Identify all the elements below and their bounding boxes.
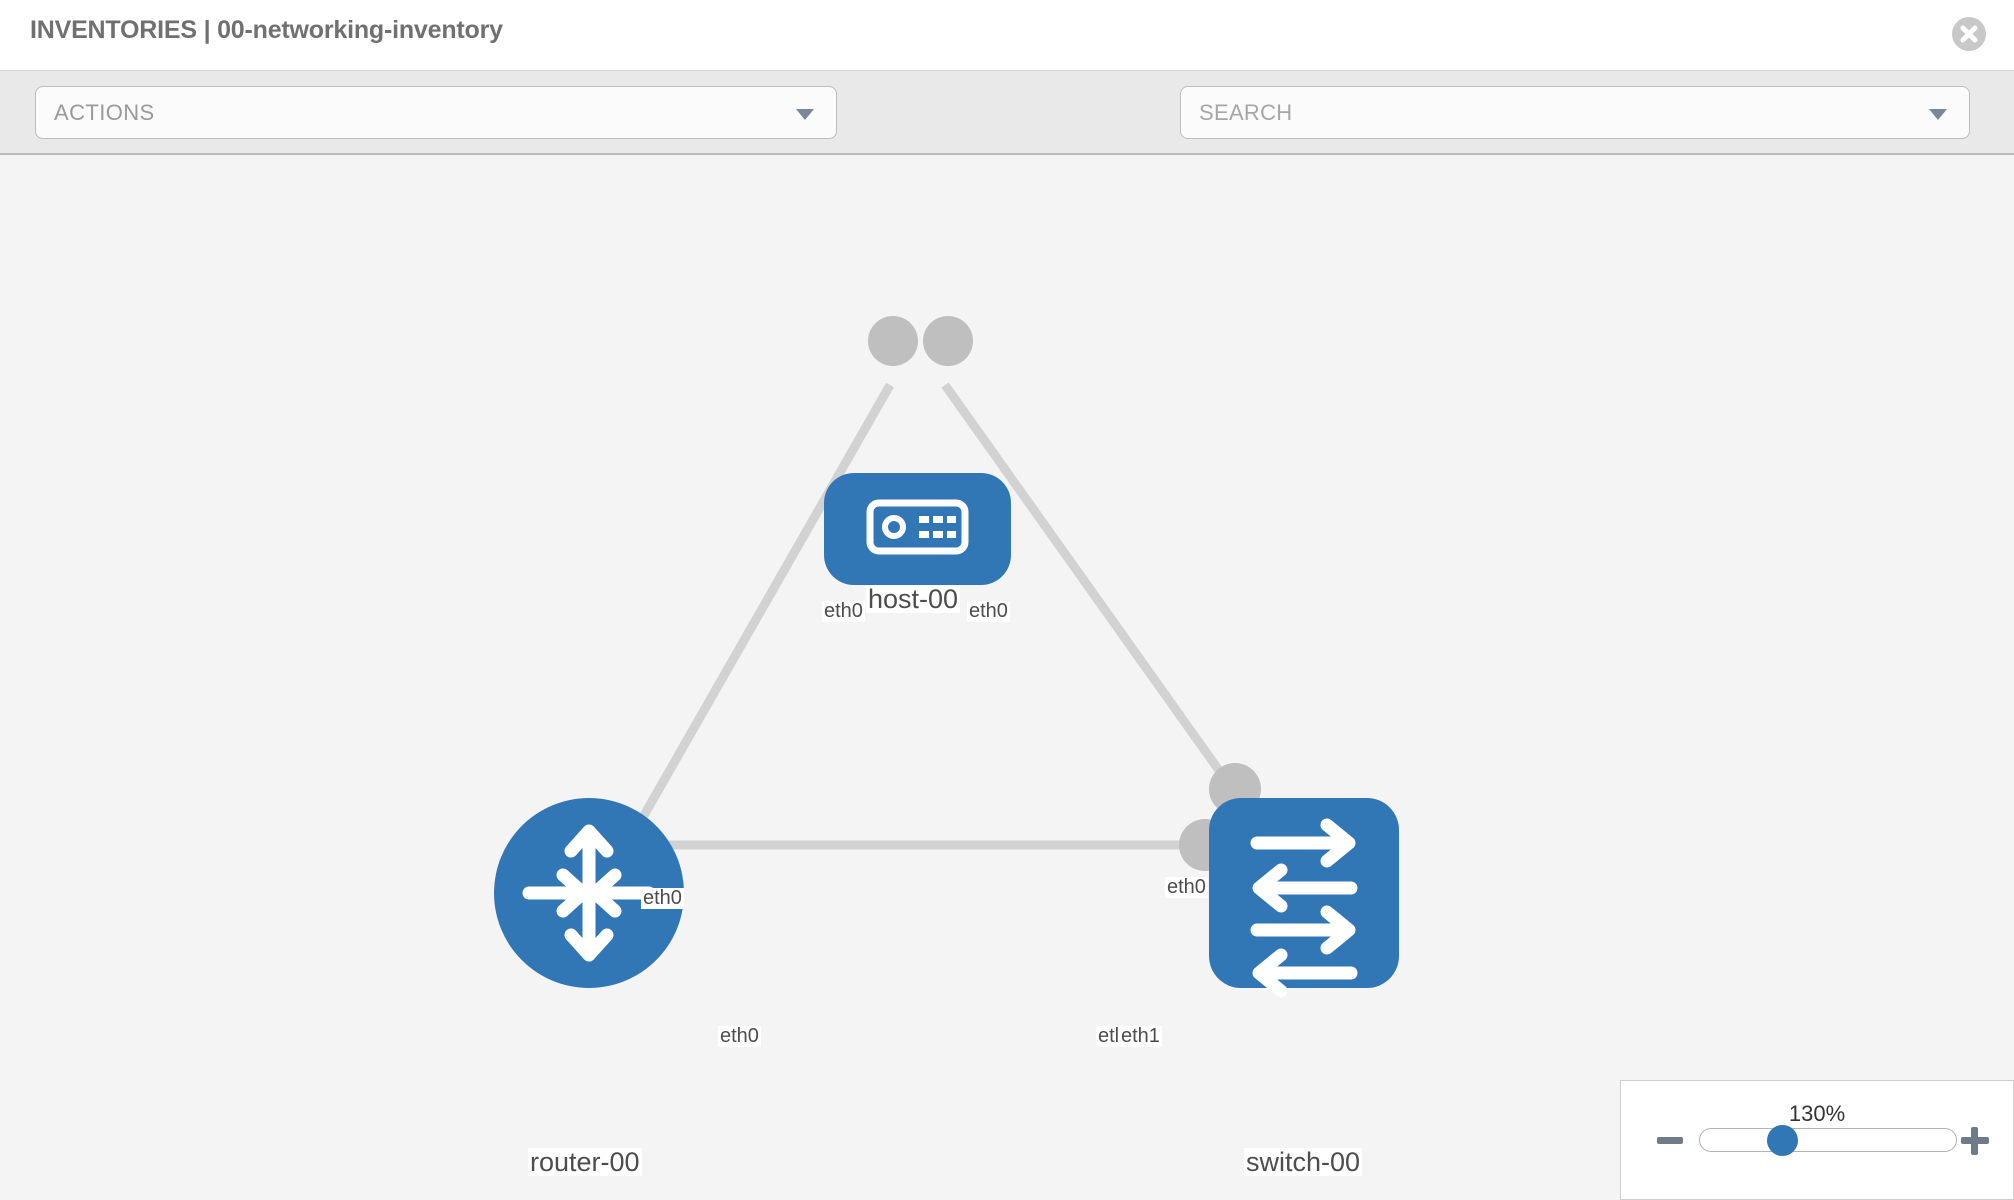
toolbar: ACTIONS SEARCH: [0, 71, 2014, 200]
iface-label-host-right: eth0: [967, 600, 1010, 622]
close-icon: [1960, 25, 1978, 43]
iface-label-switch-left-overlap: etl: [1096, 1025, 1122, 1047]
zoom-out-button[interactable]: [1657, 1137, 1683, 1144]
topology-graph: [494, 316, 1399, 998]
zoom-level-value: 130%: [1788, 1101, 1846, 1126]
search-placeholder: SEARCH: [1199, 100, 1293, 125]
iface-label-switch-left: eth1: [1119, 1025, 1162, 1047]
edge-host-switch[interactable]: [941, 382, 1276, 848]
node-router-00[interactable]: [494, 798, 684, 988]
topology-canvas[interactable]: eth0 host-00 eth0 eth0 eth0 eth0 etl eth…: [0, 155, 2014, 1200]
close-button[interactable]: [1952, 17, 1986, 51]
connector-host-right: [923, 316, 973, 366]
server-icon: [866, 499, 969, 555]
router-arrows-icon: [522, 824, 656, 962]
chevron-down-icon: [796, 109, 814, 120]
zoom-slider-track[interactable]: [1699, 1128, 1957, 1152]
iface-label-router-right: eth0: [718, 1025, 761, 1047]
node-host-00[interactable]: [824, 473, 1011, 585]
iface-label-switch-up: eth0: [1165, 876, 1208, 898]
zoom-control-panel: 130%: [1620, 1080, 2014, 1200]
iface-label-host-left: eth0: [822, 600, 865, 622]
node-label-host: host-00: [866, 584, 961, 614]
chevron-down-icon[interactable]: [1929, 109, 1947, 120]
connector-host-left: [868, 316, 918, 366]
iface-label-router-up: eth0: [641, 887, 684, 909]
node-label-router: router-00: [528, 1147, 642, 1177]
zoom-in-button[interactable]: [1961, 1127, 1989, 1155]
node-label-switch: switch-00: [1244, 1147, 1363, 1177]
actions-dropdown[interactable]: ACTIONS: [35, 86, 837, 139]
edge-router-host[interactable]: [623, 382, 894, 848]
switch-arrows-icon: [1250, 818, 1358, 998]
node-switch-00[interactable]: [1209, 798, 1399, 998]
edge-group: [623, 382, 1276, 850]
actions-dropdown-label: ACTIONS: [54, 100, 155, 125]
page-title: INVENTORIES | 00-networking-inventory: [30, 16, 503, 44]
page-header: INVENTORIES | 00-networking-inventory: [0, 0, 2014, 71]
search-input[interactable]: SEARCH: [1180, 86, 1970, 139]
zoom-slider-thumb[interactable]: [1767, 1125, 1798, 1156]
